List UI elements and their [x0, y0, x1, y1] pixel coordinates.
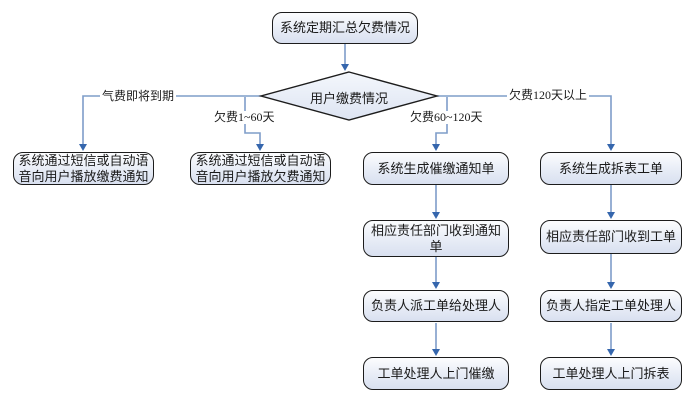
node-leader-dispatch-order-label: 负责人派工单给处理人	[370, 298, 501, 313]
arrowhead-dept-to-dispatch	[432, 282, 440, 289]
node-handler-door-remove: 工单处理人上门拆表	[540, 357, 682, 390]
node-handler-door-remove-label: 工单处理人上门拆表	[552, 365, 670, 381]
branch-label-arrears-1-60: 欠费1~60天	[212, 110, 277, 124]
node-notify-arrears: 系统通过短信或自动语音向用户播放欠费通知	[190, 152, 331, 185]
arrowhead-dept-to-assign	[607, 282, 615, 289]
node-gen-meter-removal-order: 系统生成拆表工单	[540, 152, 682, 185]
node-dept-receive-order-label: 相应责任部门收到工单	[545, 229, 676, 244]
branch-label-gas-due-soon: 气费即将到期	[100, 89, 177, 103]
node-handler-door-collect-label: 工单处理人上门催缴	[377, 365, 495, 381]
node-notify-payment: 系统通过短信或自动语音向用户播放缴费通知	[13, 152, 154, 185]
branch-label-arrears-120-plus: 欠费120天以上	[507, 88, 590, 102]
arrowhead-branch-1-60	[256, 144, 264, 151]
arrowhead-assign-to-remove	[607, 349, 615, 356]
connector-branch-due-soon	[82, 95, 261, 144]
arrowhead-gen-removal-to-dept	[607, 212, 615, 219]
node-start-label: 系统定期汇总欠费情况	[279, 20, 410, 35]
branch-label-arrears-60-120: 欠费60~120天	[408, 110, 485, 124]
node-gen-collection-notice: 系统生成催缴通知单	[363, 152, 509, 185]
arrowhead-branch-due-soon	[79, 144, 87, 151]
node-leader-dispatch-order: 负责人派工单给处理人	[363, 290, 509, 322]
connector-branch-120-plus	[437, 95, 612, 144]
node-notify-payment-label: 系统通过短信或自动语音向用户播放缴费通知	[18, 152, 149, 184]
arrowhead-gen-notice-to-dept	[432, 212, 440, 219]
node-leader-assign-handler: 负责人指定工单处理人	[540, 290, 682, 322]
arrowhead-dispatch-to-collect	[432, 349, 440, 356]
node-leader-assign-handler-label: 负责人指定工单处理人	[545, 298, 676, 313]
decision-diamond	[258, 71, 440, 121]
node-start: 系统定期汇总欠费情况	[272, 12, 418, 44]
decision-label: 用户缴费情况	[309, 91, 388, 106]
node-gen-collection-notice-label: 系统生成催缴通知单	[377, 160, 495, 176]
node-dept-receive-notice: 相应责任部门收到通知单	[363, 220, 509, 257]
node-gen-meter-removal-order-label: 系统生成拆表工单	[558, 160, 663, 176]
arrowhead-start-to-decision	[341, 64, 349, 71]
node-dept-receive-order: 相应责任部门收到工单	[540, 220, 682, 254]
arrowhead-branch-60-120	[432, 144, 440, 151]
node-handler-door-collect: 工单处理人上门催缴	[363, 357, 509, 390]
arrowhead-branch-120-plus	[607, 144, 615, 151]
node-notify-arrears-label: 系统通过短信或自动语音向用户播放欠费通知	[195, 152, 326, 184]
node-dept-receive-notice-label: 相应责任部门收到通知单	[370, 222, 501, 254]
